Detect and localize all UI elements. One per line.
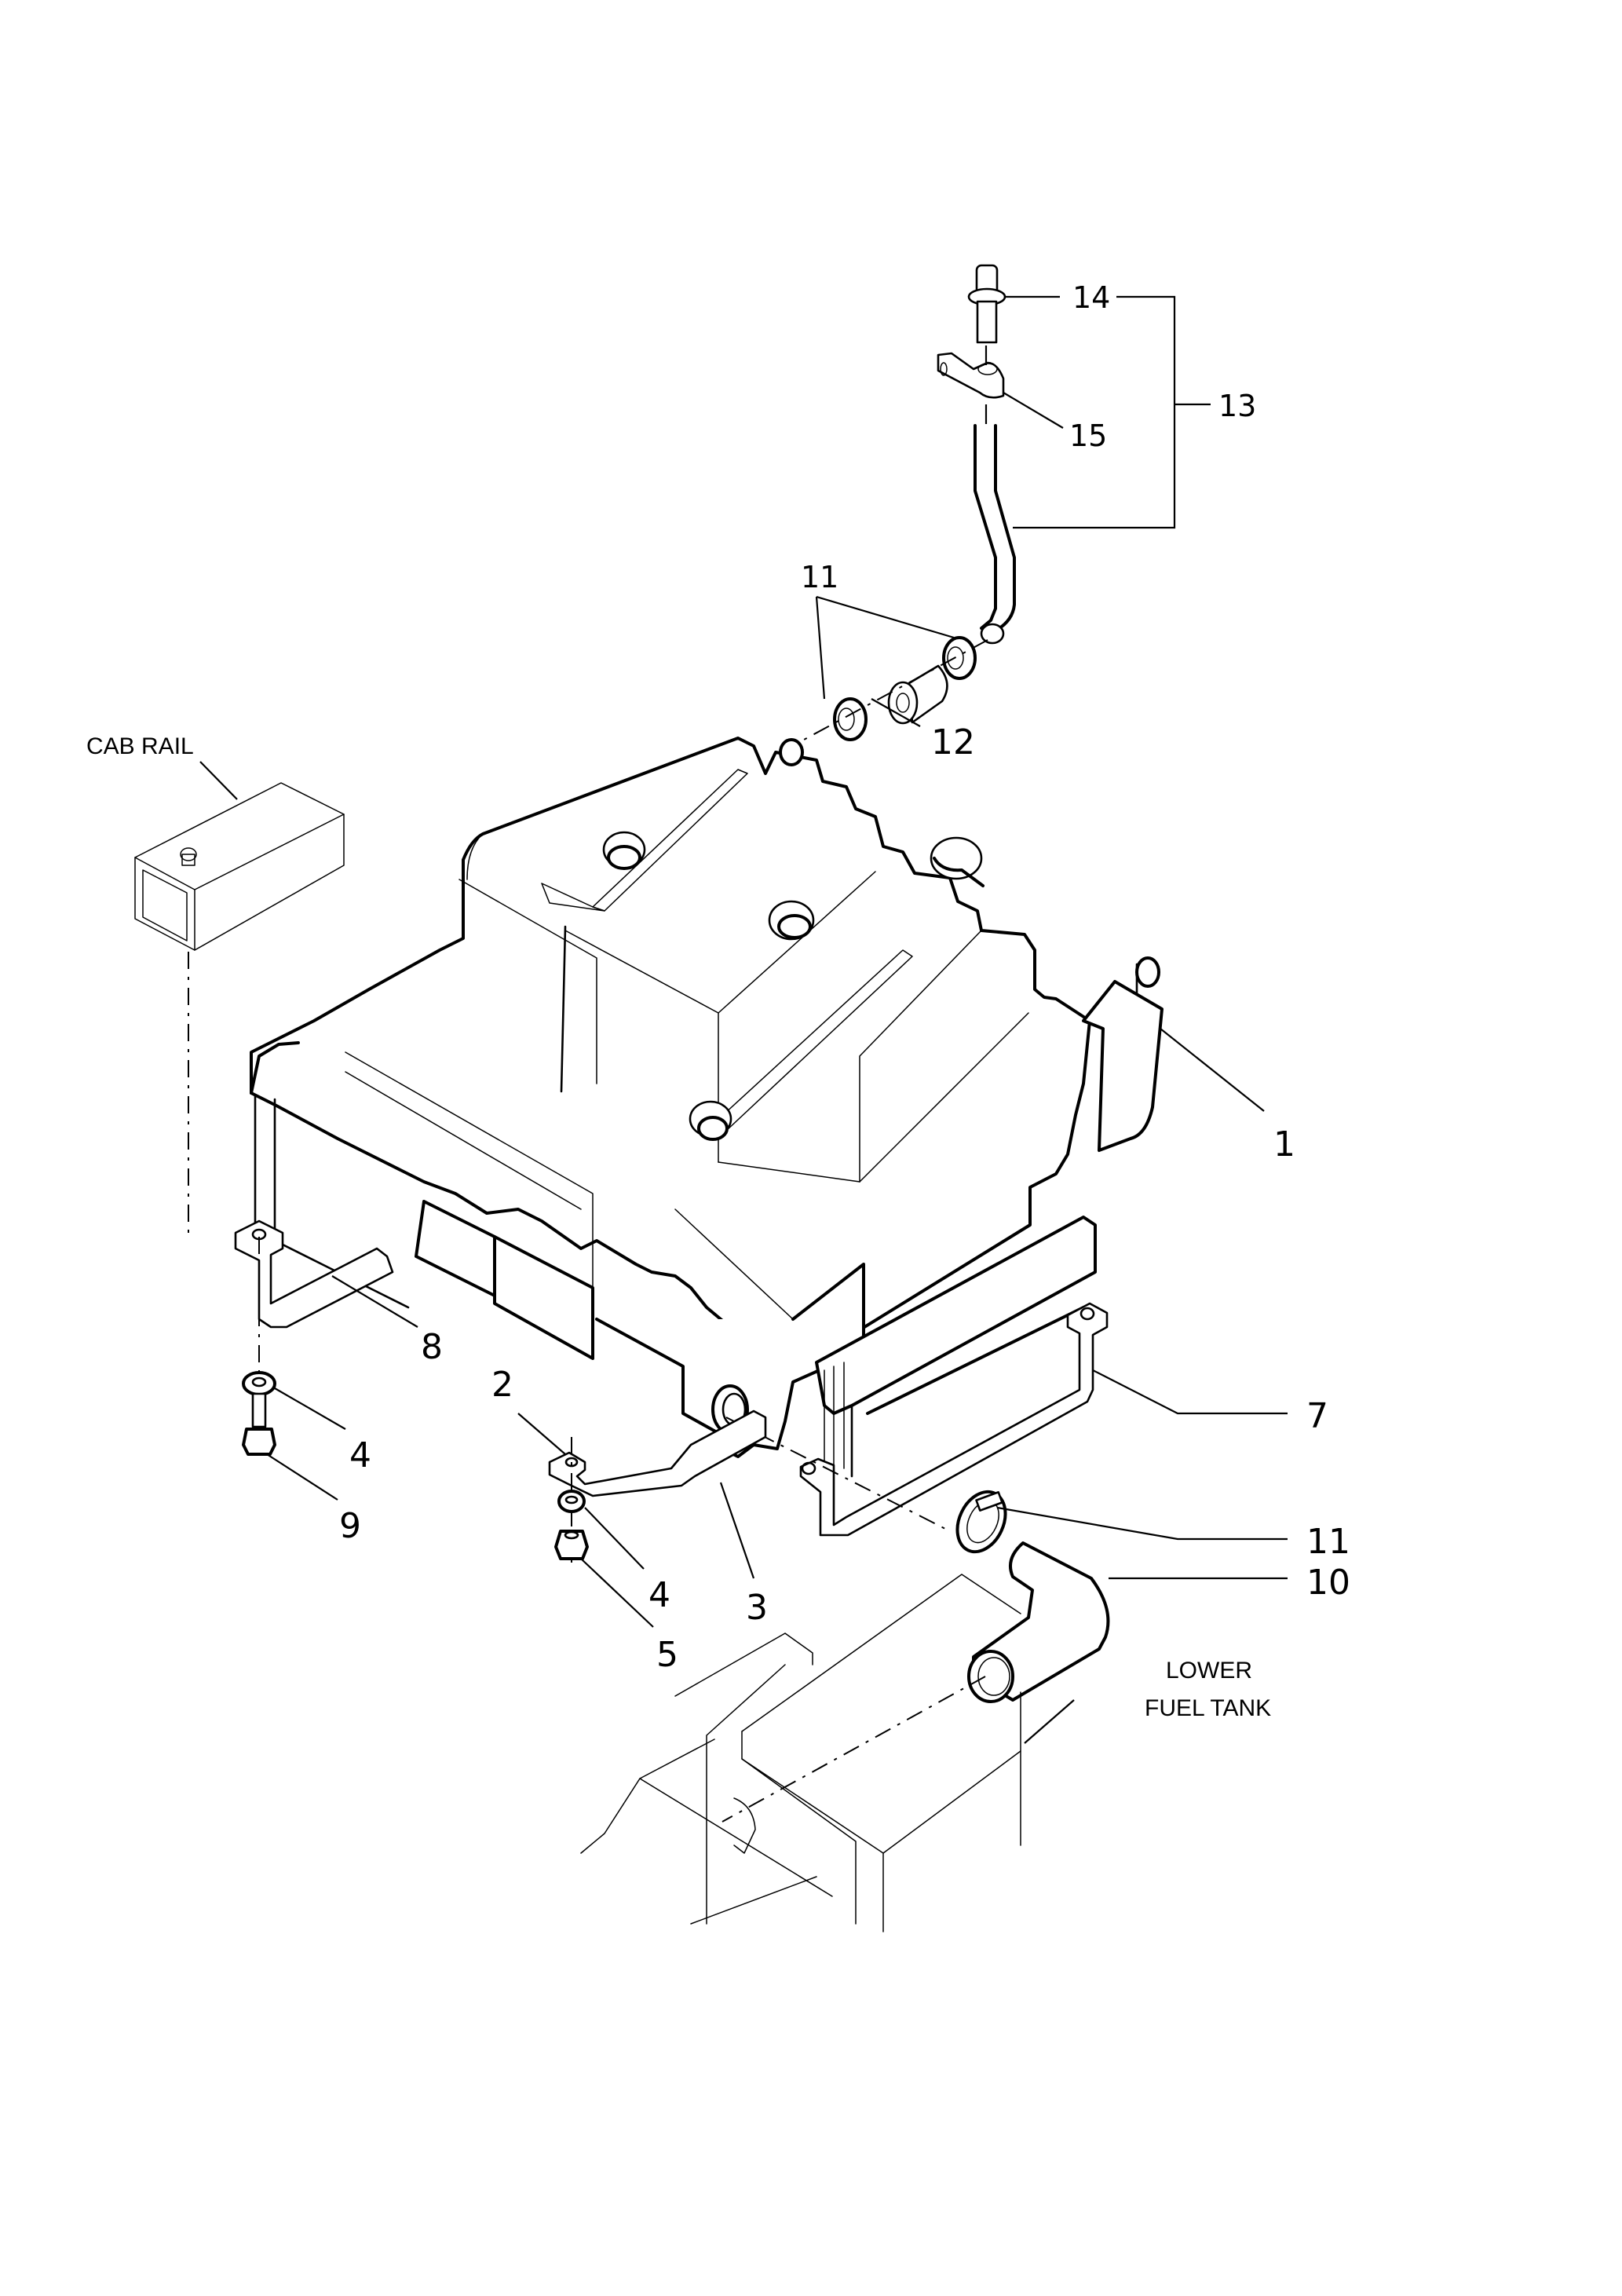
fuel-tank-lower-body <box>415 1200 1097 1478</box>
callout-7: 7 <box>1306 1396 1328 1436</box>
cab-rail <box>134 782 345 951</box>
cab-rail-label: CAB RAIL <box>86 733 194 759</box>
callout-11-upper: 11 <box>801 560 838 594</box>
strap-part-2-lower[interactable] <box>548 1409 767 1497</box>
lower-fuel-tank-label-2: FUEL TANK <box>1145 1695 1271 1721</box>
callout-3: 3 <box>746 1588 768 1628</box>
callout-8: 8 <box>421 1327 443 1367</box>
callout-13: 13 <box>1218 389 1256 423</box>
callout-1: 1 <box>1273 1124 1295 1164</box>
hose-clamp-upper-b[interactable] <box>833 697 868 741</box>
callout-4-lower: 4 <box>648 1575 670 1615</box>
callout-2-lower: 2 <box>491 1365 513 1405</box>
hose-clamp-upper-a[interactable] <box>942 636 977 680</box>
callout-4-left: 4 <box>349 1435 371 1475</box>
nut-part-5[interactable] <box>554 1530 589 1560</box>
clip-part-15[interactable] <box>937 352 1005 399</box>
lower-fuel-tank <box>580 1574 1021 1932</box>
bolt-part-9[interactable] <box>242 1392 276 1456</box>
callout-5: 5 <box>656 1635 678 1675</box>
hose-part-12[interactable] <box>887 664 948 725</box>
fuel-tank-part-1[interactable] <box>250 737 1164 1368</box>
callout-14: 14 <box>1072 280 1110 315</box>
hose-clamp-lower[interactable] <box>948 1484 1015 1559</box>
washer-part-4-lower[interactable] <box>557 1490 586 1513</box>
callout-11-lower: 11 <box>1306 1522 1350 1562</box>
mounting-bracket-part-7[interactable] <box>799 1302 1109 1537</box>
callout-10: 10 <box>1306 1563 1350 1603</box>
vent-tube[interactable] <box>974 424 1016 645</box>
callout-15: 15 <box>1069 419 1107 453</box>
washer-part-4-left[interactable] <box>242 1371 276 1396</box>
hose-part-10[interactable] <box>967 1541 1110 1703</box>
vent-cap-part-14[interactable] <box>967 264 1006 344</box>
callout-12: 12 <box>931 722 975 762</box>
callout-9: 9 <box>339 1506 361 1546</box>
lower-fuel-tank-label-1: LOWER <box>1166 1658 1252 1684</box>
